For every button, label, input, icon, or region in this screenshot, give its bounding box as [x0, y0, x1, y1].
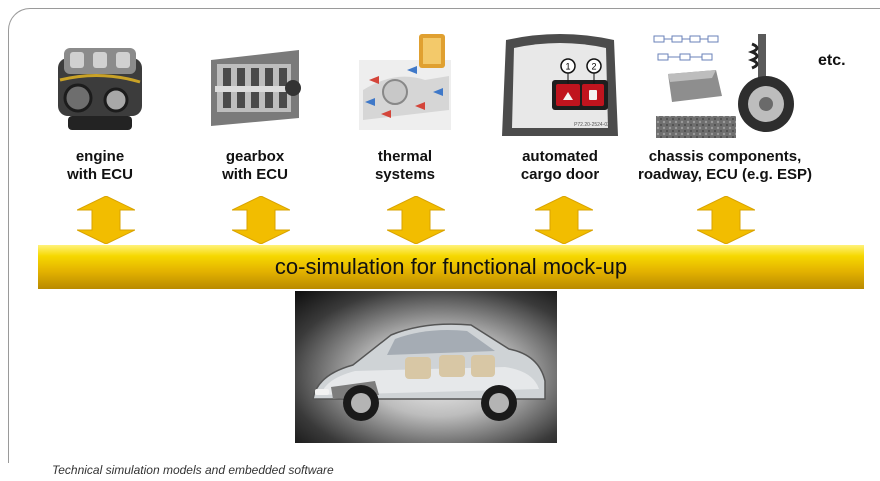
car-cutaway-image — [295, 291, 557, 443]
component-label: chassis components, roadway, ECU (e.g. E… — [638, 148, 812, 183]
component-gearbox: gearbox with ECU — [180, 30, 330, 184]
etc-label: etc. — [818, 52, 846, 69]
component-label: gearbox with ECU — [222, 148, 288, 183]
component-cargo-door: 1 2 P72.20-2524-03 automated cargo door — [485, 30, 635, 184]
double-arrow-icon — [387, 196, 445, 244]
cargo-button-number: 2 — [591, 62, 596, 72]
double-arrow-icon — [232, 196, 290, 244]
component-label: automated cargo door — [520, 148, 600, 183]
component-chassis: chassis components, roadway, ECU (e.g. E… — [620, 30, 830, 184]
double-arrow-icon — [77, 196, 135, 244]
co-simulation-bar: co-simulation for functional mock-up — [38, 245, 864, 289]
component-label: thermal systems — [374, 148, 436, 183]
thermal-system-icon — [355, 30, 455, 140]
component-engine: engine with ECU — [25, 30, 175, 184]
component-thermal: thermal systems — [330, 30, 480, 184]
gearbox-icon — [205, 30, 305, 140]
part-number: P72.20-2524-03 — [574, 122, 610, 128]
double-arrow-icon — [697, 196, 755, 244]
co-simulation-label: co-simulation for functional mock-up — [274, 254, 628, 279]
cargo-button-number: 1 — [565, 62, 570, 72]
cargo-door-icon: 1 2 P72.20-2524-03 — [500, 30, 620, 140]
footer-caption: Technical simulation models and embedded… — [52, 463, 334, 477]
slide-frame — [8, 8, 880, 463]
double-arrow-icon — [535, 196, 593, 244]
chassis-icon — [650, 30, 800, 140]
engine-icon — [50, 30, 150, 140]
car-icon — [312, 323, 546, 421]
component-label: engine with ECU — [67, 148, 133, 183]
